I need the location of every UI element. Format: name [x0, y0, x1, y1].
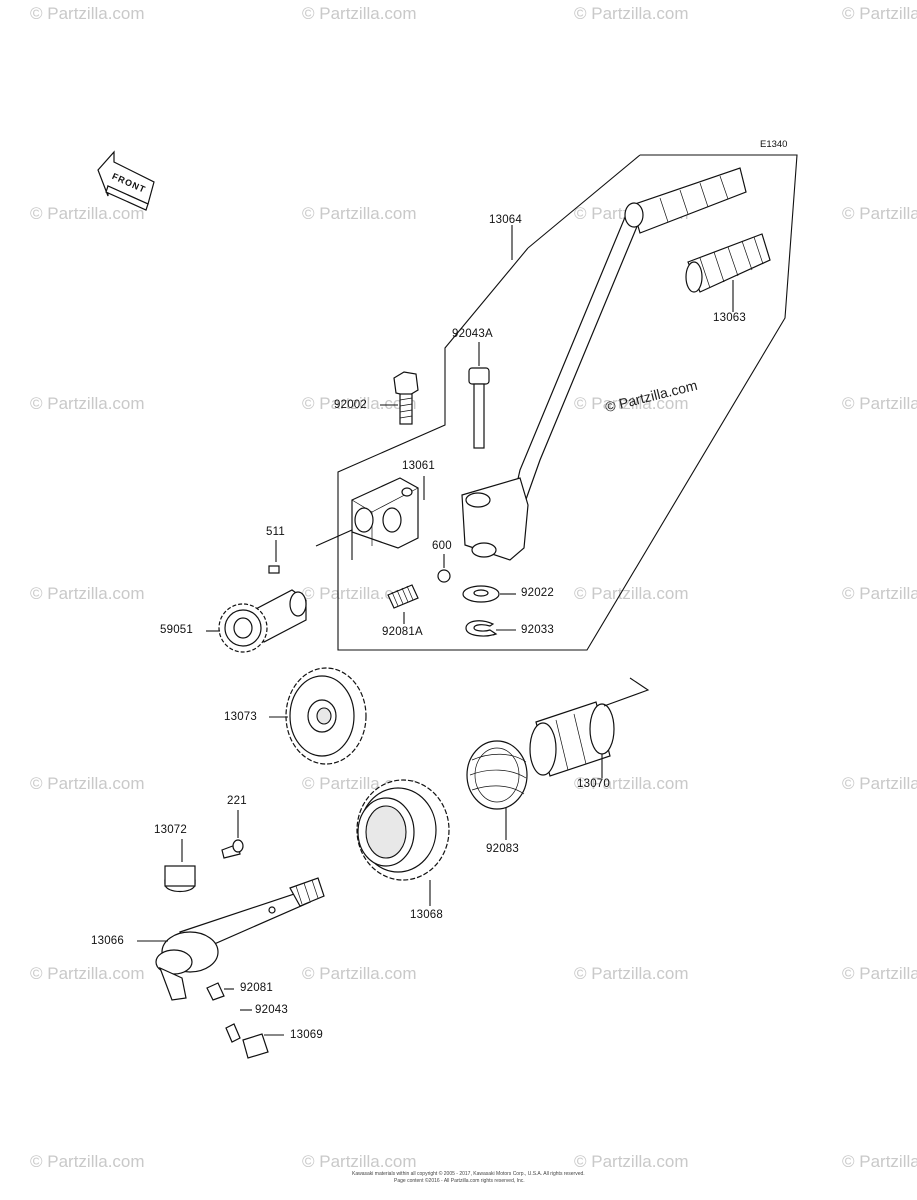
circlip-part [465, 620, 498, 637]
bolt-part [393, 371, 419, 425]
diagram-code: E1340 [760, 139, 788, 150]
part-label-511: 511 [266, 526, 285, 538]
part-label-13061: 13061 [402, 460, 435, 472]
pawl-part [242, 1033, 269, 1059]
watermark-text: © Partzilla.com [842, 4, 917, 23]
part-label-13068: 13068 [410, 909, 443, 921]
key-part [268, 565, 280, 574]
assembly-outline [337, 154, 798, 651]
part-label-13069: 13069 [290, 1029, 323, 1041]
watermark-text: © Partzilla.com [842, 774, 917, 793]
leader-lines [137, 225, 734, 1036]
watermark-text: © Partzilla.com [574, 774, 689, 793]
watermark-text: © Partzilla.com [574, 584, 689, 603]
watermark-text: © Partzilla.com [574, 1152, 689, 1171]
part-label-13073: 13073 [224, 711, 257, 723]
gear-idle-part [285, 667, 367, 765]
pin-part [468, 367, 490, 449]
footer-copyright: Kawasaki materials within all copyright … [352, 1171, 585, 1177]
holder-leader [315, 529, 353, 560]
watermark-text: © Partzilla.com [30, 774, 145, 793]
part-label-92081: 92081 [240, 982, 273, 994]
part-label-92043a: 92043A [452, 328, 493, 340]
watermark-text: © Partzilla.com [842, 964, 917, 983]
part-label-600: 600 [432, 540, 452, 552]
rubber-grip-part [685, 233, 771, 293]
part-label-92081a: 92081A [382, 626, 423, 638]
screw-part [221, 839, 244, 859]
part-label-13072: 13072 [154, 824, 187, 836]
spring-large-part [466, 740, 528, 810]
sleeve-leader [603, 677, 650, 707]
part-label-92043: 92043 [255, 1004, 288, 1016]
ratchet-sleeve-part [529, 701, 615, 777]
watermark-text: © Partzilla.com [302, 1152, 417, 1171]
kick-shaft-part [155, 877, 325, 1001]
watermark-text: © Partzilla.com [574, 4, 689, 23]
part-label-92083: 92083 [486, 843, 519, 855]
part-label-221: 221 [227, 795, 247, 807]
watermark-text: © Partzilla.com [574, 964, 689, 983]
kick-lever-part [461, 167, 747, 561]
watermark-text: © Partzilla.com [842, 204, 917, 223]
spring-part [206, 982, 225, 1001]
part-label-92022: 92022 [521, 587, 554, 599]
watermark-text: © Partzilla.com [30, 584, 145, 603]
gear-kick-part [356, 779, 450, 881]
watermark-text: © Partzilla.com [302, 584, 417, 603]
watermark-text: © Partzilla.com [842, 584, 917, 603]
watermark-text: © Partzilla.com [842, 1152, 917, 1171]
watermark-text: © Partzilla.com [30, 1152, 145, 1171]
watermark-text: © Partzilla.com [30, 394, 145, 413]
watermark-text: © Partzilla.com [302, 394, 417, 413]
watermark-text: © Partzilla.com [30, 4, 145, 23]
part-label-92033: 92033 [521, 624, 554, 636]
ball-part [437, 569, 451, 583]
watermark-text: © Partzilla.com [30, 204, 145, 223]
front-arrow-icon [97, 150, 155, 211]
collar-part [164, 865, 196, 893]
footer-rights: Page content ©2016 - All Partzilla.com r… [394, 1178, 525, 1184]
part-label-13064: 13064 [489, 214, 522, 226]
outline-segment [527, 154, 641, 249]
part-label-13063: 13063 [713, 312, 746, 324]
watermark-text: © Partzilla.com [302, 204, 417, 223]
watermark-text: © Partzilla.com [842, 394, 917, 413]
part-label-92002: 92002 [334, 399, 367, 411]
watermark-text: © Partzilla.com [30, 964, 145, 983]
holder-block-part [351, 477, 419, 549]
watermark-text: © Partzilla.com [574, 394, 689, 413]
gear-small-part [218, 589, 307, 653]
watermark-text: © Partzilla.com [302, 964, 417, 983]
part-label-13066: 13066 [91, 935, 124, 947]
watermark-text: © Partzilla.com [302, 4, 417, 23]
spring-small-part [387, 584, 419, 609]
part-label-59051: 59051 [160, 624, 193, 636]
part-label-13070: 13070 [577, 778, 610, 790]
pin-small-part [225, 1023, 241, 1043]
